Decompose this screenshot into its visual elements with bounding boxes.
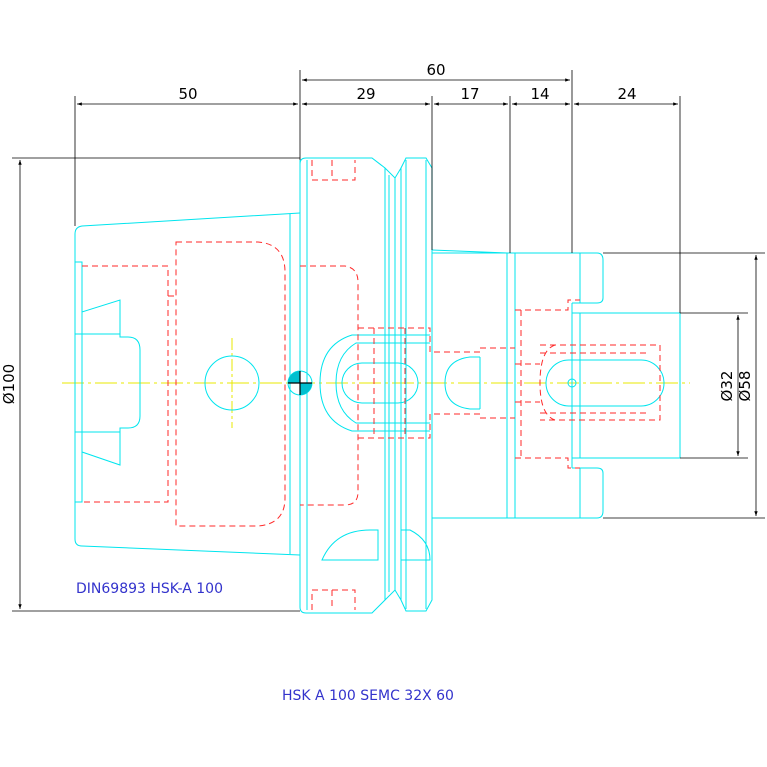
dim-17: 17 — [460, 85, 479, 103]
dim-14: 14 — [530, 85, 549, 103]
dim-60: 60 — [426, 61, 445, 79]
hidden-lines — [82, 160, 661, 610]
center-marker — [288, 371, 312, 395]
dim-dia32: Ø32 — [718, 371, 736, 402]
hsk-shank-outline — [74, 212, 301, 556]
standard-note: DIN69893 HSK-A 100 — [76, 581, 223, 597]
dimensions: 60 50 29 17 14 24 Ø100 Ø32 Ø58 — [0, 61, 765, 612]
center-lines — [62, 338, 690, 428]
body-outline — [431, 249, 681, 519]
dim-29: 29 — [356, 85, 375, 103]
dim-50: 50 — [178, 85, 197, 103]
dim-24: 24 — [617, 85, 636, 103]
dim-dia100: Ø100 — [0, 364, 18, 404]
dim-dia58: Ø58 — [736, 371, 754, 402]
drawing-title: HSK A 100 SEMC 32X 60 — [282, 688, 454, 704]
flange-outline — [287, 157, 433, 614]
